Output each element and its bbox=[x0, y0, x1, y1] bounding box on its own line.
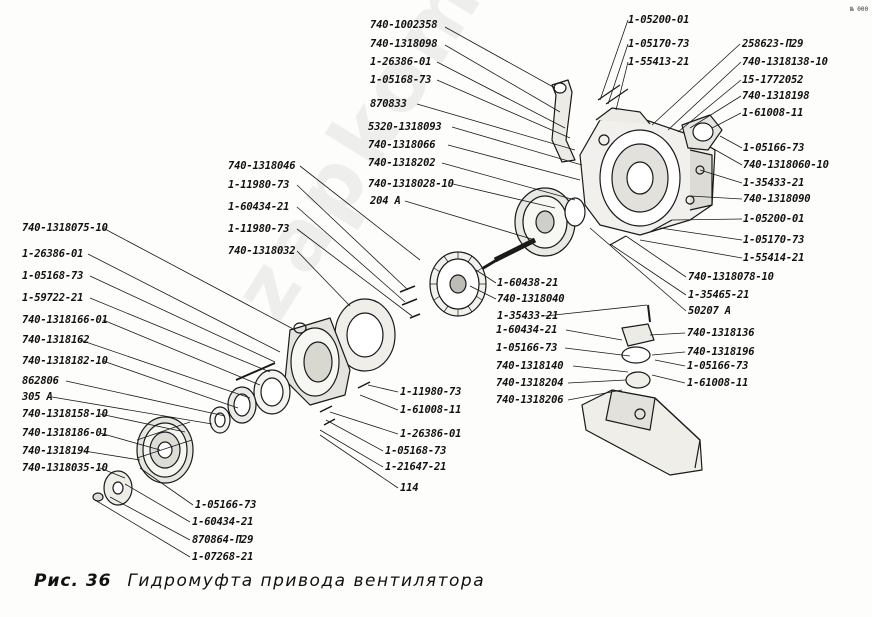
part-label: 740-1318090 bbox=[743, 193, 811, 205]
part-label: 740-1002358 bbox=[370, 19, 438, 31]
part-label: 1-05170-73 bbox=[743, 234, 805, 246]
part-label: 862806 bbox=[22, 375, 59, 387]
figure-caption: Рис. 36 Гидромуфта привода вентилятора bbox=[34, 571, 485, 591]
part-label: 305 А bbox=[22, 391, 53, 403]
part-label: 740-1318204 bbox=[496, 377, 564, 389]
part-label: 1-61008-11 bbox=[687, 377, 749, 389]
turbine-wheel bbox=[429, 251, 487, 317]
part-label: 1-55413-21 bbox=[628, 56, 690, 68]
part-label: 870864-П29 bbox=[192, 534, 254, 546]
part-label: 1-11980-73 bbox=[228, 223, 290, 235]
part-label: 1-60434-21 bbox=[192, 516, 254, 528]
part-label: 1-59722-21 bbox=[22, 292, 84, 304]
part-label: 740-1318198 bbox=[742, 90, 810, 102]
corner-mark: № 000 bbox=[850, 6, 869, 13]
part-label: 1-60434-21 bbox=[496, 324, 558, 336]
part-label: 740-1318162 bbox=[22, 334, 90, 346]
part-label: 740-1318158-10 bbox=[22, 408, 108, 420]
coupling-disk-assembly bbox=[479, 187, 586, 272]
part-label: 1-21647-21 bbox=[385, 461, 447, 473]
part-label: 1-05200-01 bbox=[628, 14, 690, 26]
drive-flange bbox=[92, 470, 133, 506]
part-label: 740-1318098 bbox=[370, 38, 438, 50]
part-label: 740-1318186-01 bbox=[22, 427, 108, 439]
part-label: 740-1318046 bbox=[228, 160, 296, 172]
part-label: 740-1318140 bbox=[496, 360, 564, 372]
part-label: 1-05168-73 bbox=[22, 270, 84, 282]
thermostat-assembly bbox=[581, 304, 703, 476]
part-label: 740-1318138-10 bbox=[742, 56, 828, 68]
part-label: 740-1318206 bbox=[496, 394, 564, 406]
part-label: 1-11980-73 bbox=[400, 386, 462, 398]
part-label: 1-35433-21 bbox=[497, 310, 559, 322]
part-label: 5320-1318093 bbox=[368, 121, 442, 133]
part-label: 1-61008-11 bbox=[400, 404, 462, 416]
leader-lines bbox=[51, 19, 743, 558]
part-label: 740-1318060-10 bbox=[743, 159, 829, 171]
figure-number: Рис. 36 bbox=[34, 571, 112, 591]
part-label: 1-61008-11 bbox=[742, 107, 804, 119]
part-label: 1-05166-73 bbox=[743, 142, 805, 154]
bearing-seal-stack bbox=[209, 362, 291, 434]
part-label: 740-1318032 bbox=[228, 245, 296, 257]
part-label: 1-05170-73 bbox=[628, 38, 690, 50]
part-label: 1-35465-21 bbox=[688, 289, 750, 301]
part-label: 740-1318166-01 bbox=[22, 314, 108, 326]
part-label: 870833 bbox=[370, 98, 407, 110]
part-label: 740-1318182-10 bbox=[22, 355, 108, 367]
part-label: 740-1318202 bbox=[368, 157, 436, 169]
part-label: 1-60438-21 bbox=[497, 277, 559, 289]
part-label: 1-26386-01 bbox=[370, 56, 432, 68]
part-label: 1-26386-01 bbox=[22, 248, 84, 260]
part-label: 1-05168-73 bbox=[385, 445, 447, 457]
part-label: 114 bbox=[400, 482, 419, 494]
part-label: 50207 А bbox=[688, 305, 731, 317]
part-label: 740-1318075-10 bbox=[22, 222, 108, 234]
part-label: 1-55414-21 bbox=[743, 252, 805, 264]
part-label: 1-05166-73 bbox=[195, 499, 257, 511]
drive-housing bbox=[284, 298, 396, 406]
part-label: 1-60434-21 bbox=[228, 201, 290, 213]
part-label: 15-1772052 bbox=[742, 74, 804, 86]
part-label: 1-05166-73 bbox=[496, 342, 558, 354]
part-label: 1-05168-73 bbox=[370, 74, 432, 86]
housing-assembly bbox=[551, 79, 723, 246]
part-label: 740-1318040 bbox=[497, 293, 565, 305]
part-label: 1-05200-01 bbox=[743, 213, 805, 225]
part-label: 1-35433-21 bbox=[743, 177, 805, 189]
part-label: 740-1318066 bbox=[368, 139, 436, 151]
part-label: 740-1318194 bbox=[22, 445, 90, 457]
pulley bbox=[136, 416, 194, 484]
part-label: 740-1318196 bbox=[687, 346, 755, 358]
part-label: 1-11980-73 bbox=[228, 179, 290, 191]
part-label: 1-07268-21 bbox=[192, 551, 254, 563]
part-label: 204 А bbox=[370, 195, 401, 207]
part-label: 740-1318078-10 bbox=[688, 271, 774, 283]
part-label: 740-1318035-10 bbox=[22, 462, 108, 474]
part-label: 1-05166-73 bbox=[687, 360, 749, 372]
part-label: 1-26386-01 bbox=[400, 428, 462, 440]
figure-title: Гидромуфта привода вентилятора bbox=[127, 571, 486, 591]
part-label: 740-1318028-10 bbox=[368, 178, 454, 190]
part-label: 258623-П29 bbox=[742, 38, 804, 50]
part-label: 740-1318136 bbox=[687, 327, 755, 339]
